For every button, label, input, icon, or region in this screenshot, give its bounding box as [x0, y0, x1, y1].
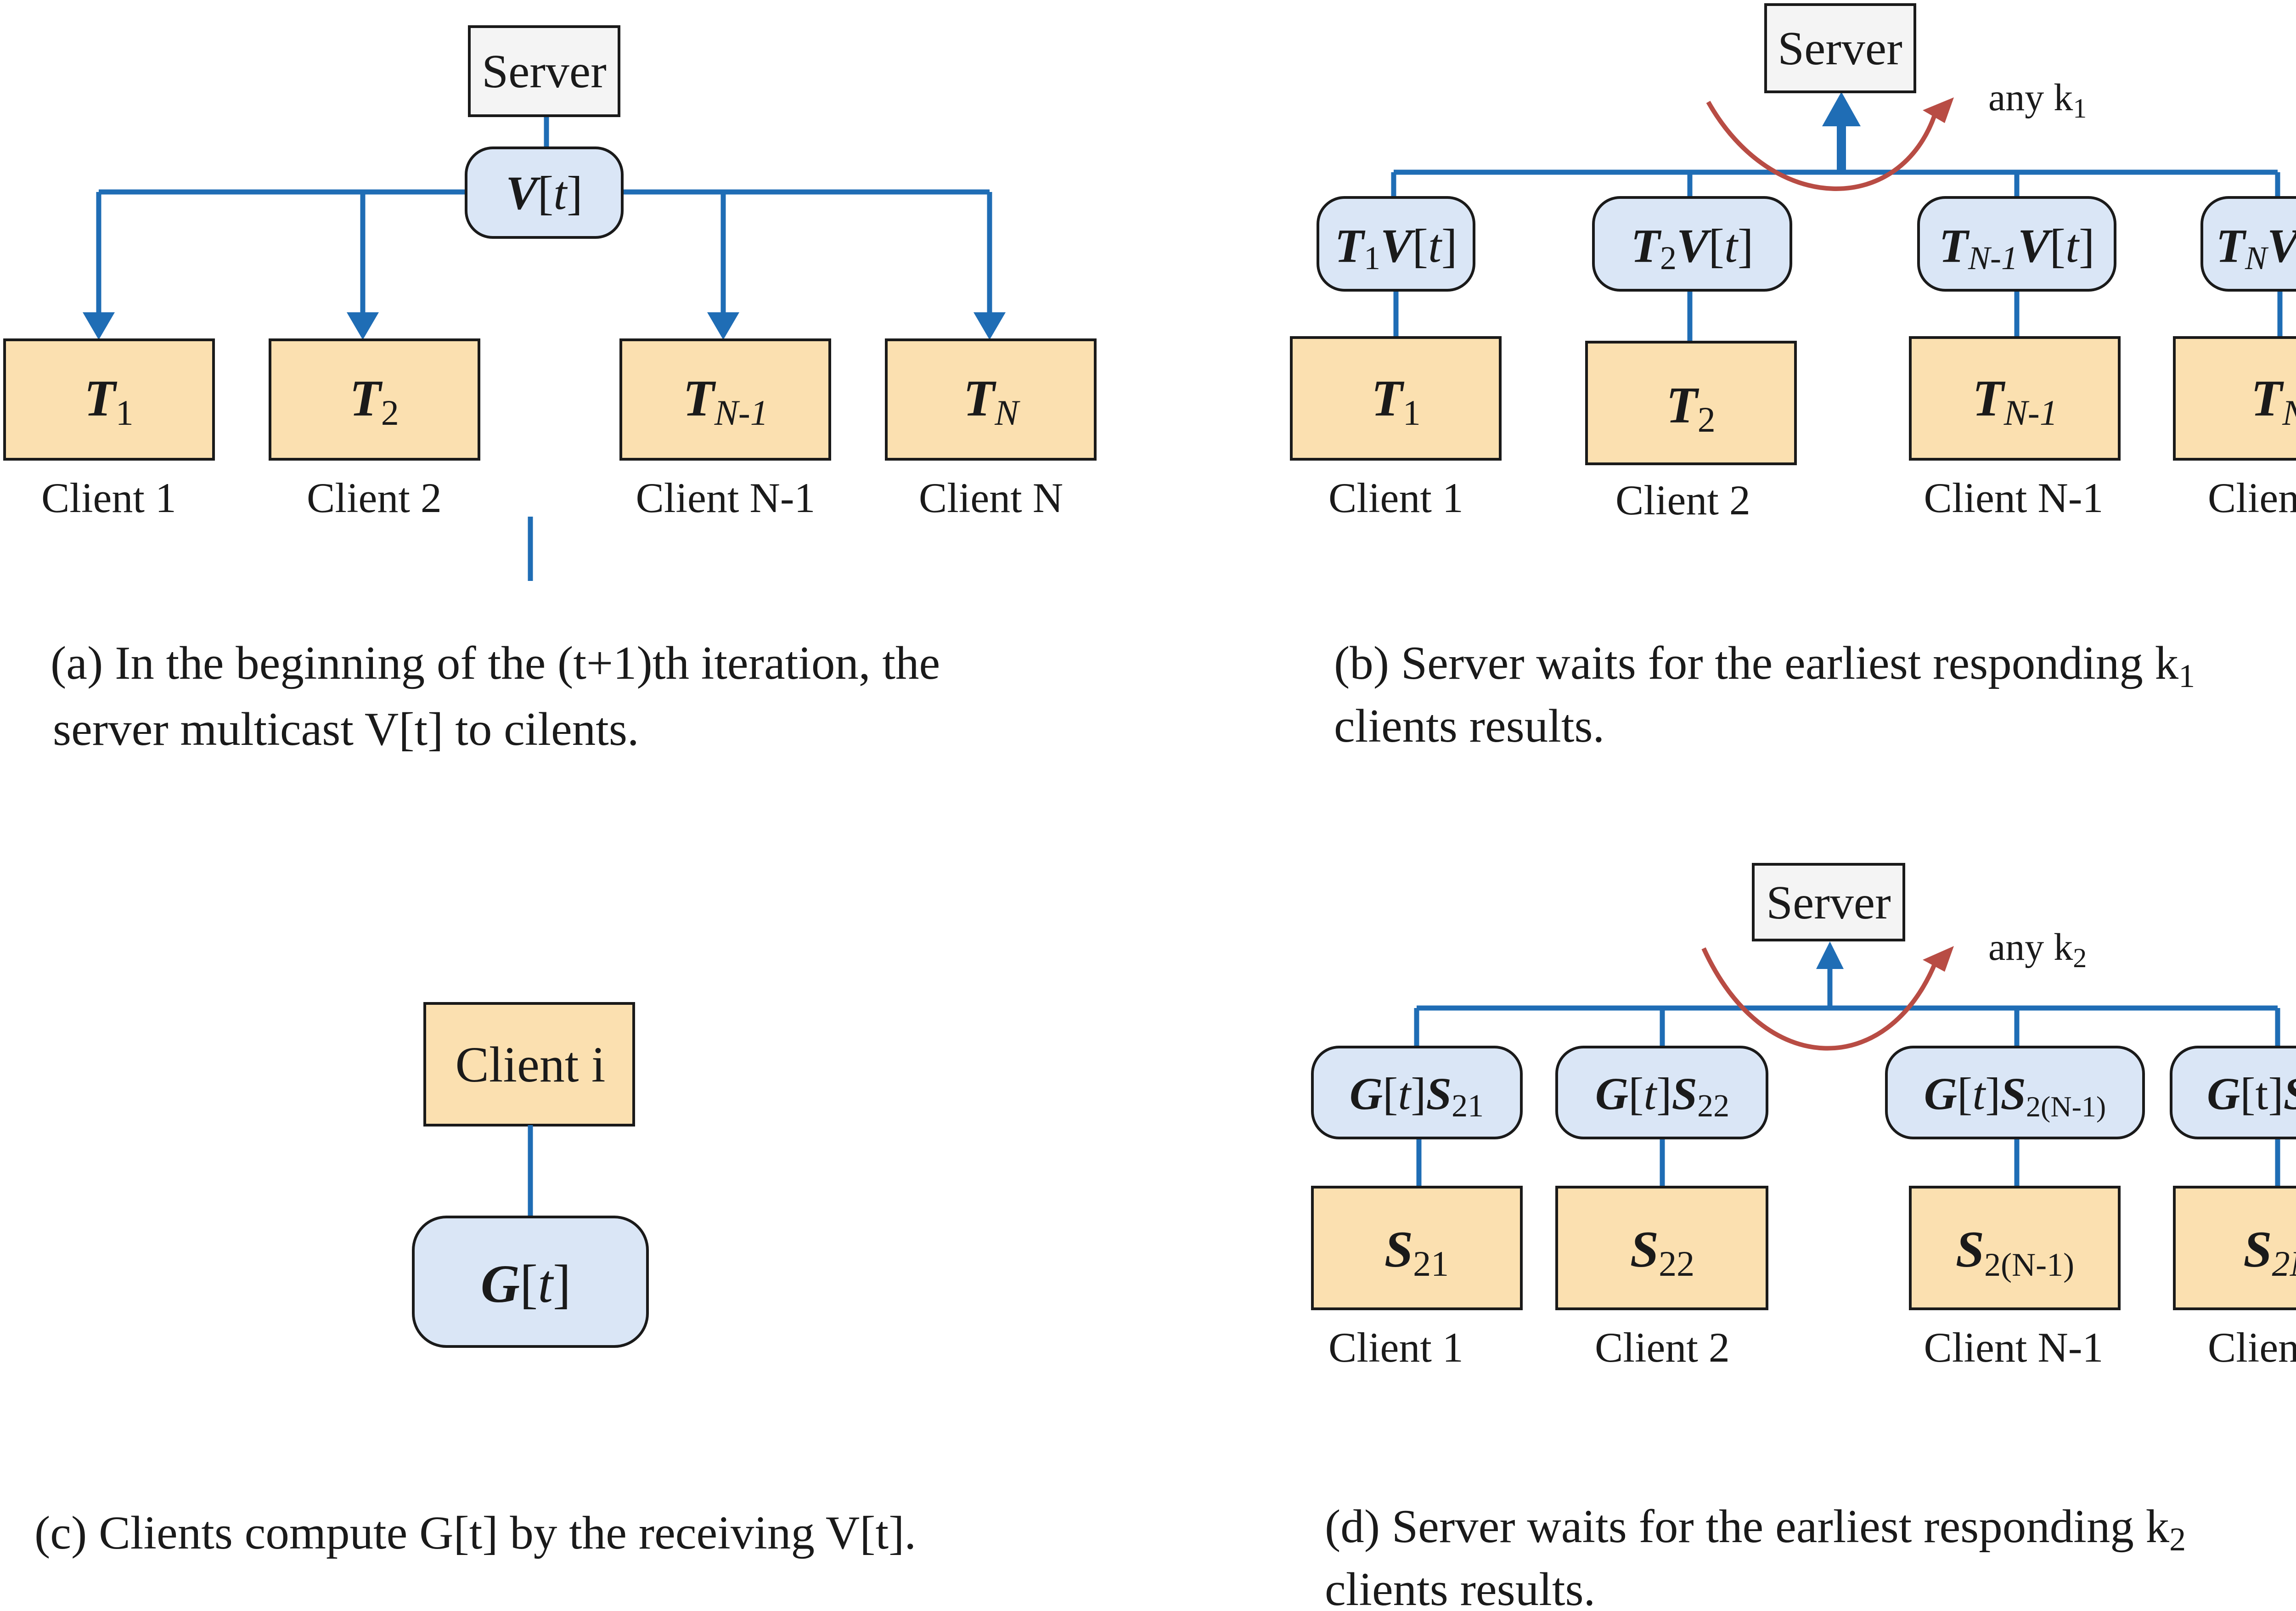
client-n-matrix: TN: [963, 370, 1020, 433]
client-1-box: [3, 338, 215, 461]
caption-a-line-2: server multicast V[t] to cilents.: [53, 703, 639, 755]
server-box: [1764, 3, 1916, 93]
client-1-label: Client 1: [41, 474, 176, 521]
client-1-label: Client 1: [1328, 474, 1463, 521]
client-n-box: [885, 338, 1097, 461]
client-1-box: [1311, 1186, 1523, 1310]
client-n-1-matrix: TN-1: [683, 370, 768, 433]
multicast-vector-label: V[t]: [506, 167, 583, 220]
server-label: Server: [1778, 22, 1902, 75]
result-n-1-box: [1885, 1046, 2145, 1139]
multicast-vector-box: [465, 146, 624, 239]
client-n-box: [2173, 1186, 2296, 1310]
client-n-1-matrix: S2(N-1): [1956, 1221, 2074, 1283]
client-1-label: Client 1: [1328, 1324, 1463, 1371]
wait-arrowhead: [1923, 946, 1954, 972]
client-2-label: Client 2: [1595, 1324, 1730, 1371]
gradient-result-label: G[t]: [481, 1254, 571, 1314]
any-k1-label: any k1: [1988, 76, 2087, 124]
caption-d-line-1: (d) Server waits for the earliest respon…: [1325, 1500, 2186, 1558]
result-n-label: TNV[t]: [2216, 220, 2296, 276]
client-n-matrix: TN: [2251, 370, 2296, 433]
client-i-label: Client i: [456, 1036, 606, 1093]
result-2-label: T2V[t]: [1631, 220, 1753, 276]
panel-b: any k1 Server T1V[t] T2V[t] TN-1V[t] TNV…: [1290, 3, 2296, 752]
caption-c: (c) Clients compute G[t] by the receivin…: [34, 1507, 916, 1559]
arrowhead-up: [1822, 92, 1861, 126]
wait-arrow: [1701, 947, 1938, 1051]
wait-arrow: [1706, 101, 1938, 191]
client-2-box: [1555, 1186, 1768, 1310]
result-1-box: [1311, 1046, 1523, 1139]
arrowhead-up: [1816, 941, 1844, 969]
result-n-box: [2200, 196, 2296, 292]
gradient-result-box: [412, 1216, 649, 1348]
result-n-1-label: G[t]S2(N-1): [1924, 1068, 2106, 1123]
arrowhead: [707, 312, 739, 340]
client-2-label: Client 2: [307, 474, 442, 521]
client-2-box: [269, 338, 480, 461]
result-2-box: [1592, 196, 1792, 292]
client-n-1-box: [619, 338, 831, 461]
result-n-1-label: TN-1V[t]: [1939, 220, 2094, 276]
arrowhead: [347, 312, 379, 340]
result-2-box: [1555, 1046, 1768, 1139]
result-2-label: G[t]S22: [1595, 1068, 1729, 1124]
client-n-matrix: S2N: [2243, 1221, 2296, 1284]
client-2-label: Client 2: [1615, 477, 1750, 524]
caption-b-line-1: (b) Server waits for the earliest respon…: [1334, 637, 2195, 694]
result-1-label: G[t]S21: [1350, 1068, 1484, 1124]
client-i-box: [423, 1002, 635, 1127]
arrowhead: [83, 312, 115, 340]
wait-arrowhead: [1923, 97, 1954, 123]
arrowhead: [974, 312, 1006, 340]
client-n-label: Client N: [2208, 474, 2296, 521]
client-1-matrix: S21: [1384, 1221, 1449, 1284]
caption-a-line-1: (a) In the beginning of the (t+1)th iter…: [51, 637, 940, 689]
result-n-label: G[t]S2N: [2207, 1068, 2296, 1124]
client-n-1-label: Client N-1: [1924, 474, 2104, 521]
client-n-label: Client N: [2208, 1324, 2296, 1371]
caption-b-line-2: clients results.: [1334, 700, 1604, 752]
server-label: Server: [482, 45, 606, 98]
client-n-label: Client N: [919, 474, 1063, 521]
client-2-box: [1585, 341, 1797, 465]
server-box: [468, 25, 620, 117]
client-n-1-box: [1909, 1186, 2121, 1310]
client-n-1-label: Client N-1: [636, 474, 816, 521]
client-n-1-matrix: TN-1: [1972, 370, 2057, 433]
client-1-matrix: T1: [1371, 370, 1420, 433]
result-1-label: T1V[t]: [1334, 220, 1457, 276]
client-2-matrix: T2: [349, 370, 399, 433]
client-n-1-label: Client N-1: [1924, 1324, 2104, 1371]
any-k2-label: any k2: [1988, 926, 2087, 973]
panel-d: any k2 Server G[t]S21 G[t]S22 G[t]S2(N-1…: [1311, 863, 2296, 1611]
client-n-box: [2173, 336, 2296, 461]
result-1-box: [1317, 196, 1475, 292]
client-n-1-box: [1909, 336, 2121, 461]
client-2-matrix: T2: [1666, 377, 1715, 439]
panel-c: Client i G[t] (c) Clients compute G[t] b…: [34, 517, 916, 1559]
result-n-1-box: [1917, 196, 2116, 292]
client-1-box: [1290, 336, 1502, 461]
panel-a: Server V[t] T1 Client 1 T2 Client 2 TN-1…: [3, 25, 1097, 755]
client-1-matrix: T1: [84, 370, 133, 433]
caption-d-line-2: clients results.: [1325, 1563, 1595, 1611]
server-box: [1752, 863, 1905, 941]
server-label: Server: [1766, 876, 1891, 929]
result-n-box: [2170, 1046, 2296, 1139]
client-2-matrix: S22: [1630, 1221, 1694, 1284]
